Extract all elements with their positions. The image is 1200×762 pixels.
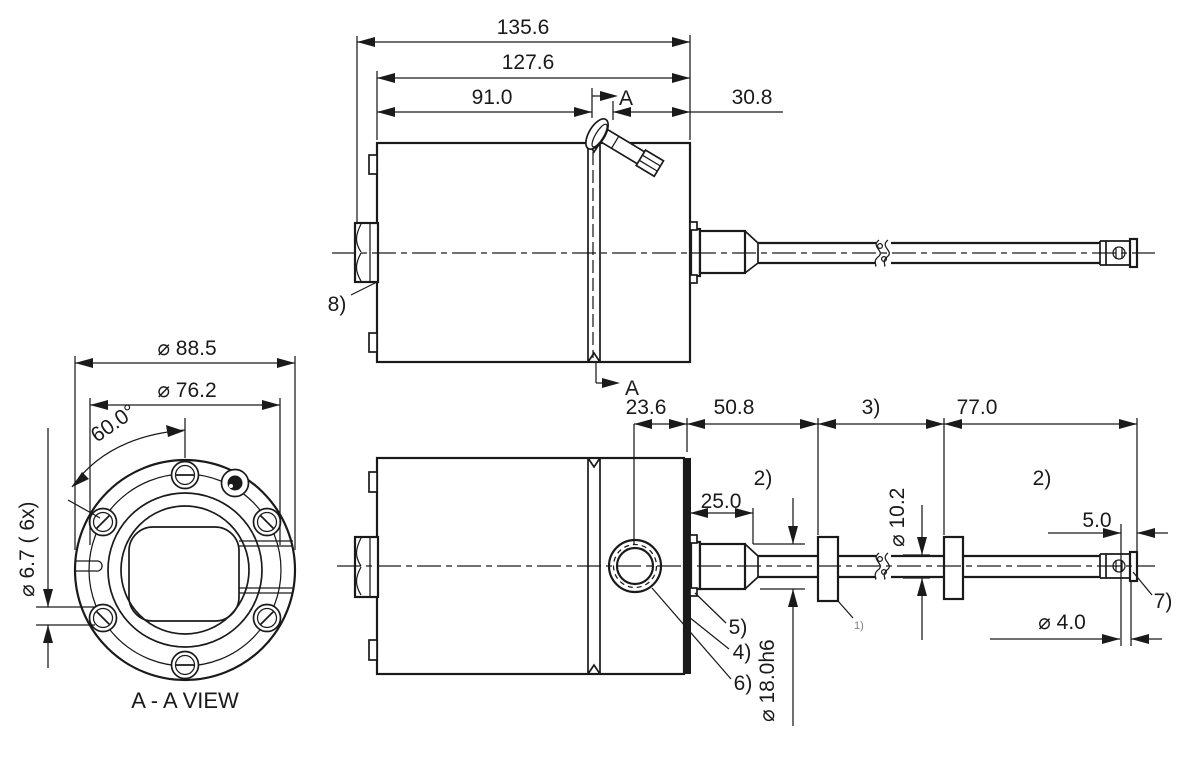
dimensions-bottom-view: 23.6 50.8 3) 77.0 25.0 2) ⌀ 18.0h6 ⌀ 10.… [626,396,1173,726]
dim-port-offset: 23.6 [626,396,667,419]
section-letter-bottom: A [625,377,639,400]
flange-screws [88,460,282,680]
vent-screw [585,118,665,178]
flange-outer-circle [73,458,297,682]
note-1: 1) [854,620,864,632]
dim-body-length: 127.6 [502,51,555,74]
dim-front-length: 91.0 [472,86,513,109]
note-2-b: 2) [1033,467,1052,490]
dim-tip-length: 5.0 [1082,509,1111,532]
note-3: 3) [862,396,881,419]
push-rod-top [758,241,1100,265]
dim-mid-length: 50.8 [714,396,755,419]
dim-bushing-length: 25.0 [701,490,742,513]
dim-tip-dia: ⌀ 4.0 [1038,611,1086,634]
dim-bushing-dia: ⌀ 18.0h6 [756,639,779,722]
view-title: A - A VIEW [131,688,239,713]
dimensions-top-view: 135.6 127.6 91.0 30.8 A A 8) [328,16,783,400]
dim-rod-length: 77.0 [957,396,998,419]
clamp-collar-2 [942,535,965,601]
clamp-collar-1 [816,535,840,603]
dim-bolt-circle: ⌀ 76.2 [157,379,216,402]
note-4: 4) [733,641,752,664]
connector-cavity [128,526,240,622]
dim-vent-offset: 30.8 [732,86,773,109]
dim-flange-od: ⌀ 88.5 [157,337,216,360]
note-7: 7) [1154,590,1173,613]
dim-mount-hole-dia: ⌀ 6.7 ( 6x) [16,501,39,597]
dim-overall-length: 135.6 [497,16,550,39]
flange-section-view: ⌀ 88.5 ⌀ 76.2 60.0° ⌀ 6.7 ( 6x) A - A VI… [16,337,297,713]
side-view-top: 135.6 127.6 91.0 30.8 A A 8) [328,16,1155,400]
push-rod-bottom [758,554,1100,579]
section-letter-top: A [619,87,633,110]
center-bore [120,505,250,635]
note-8: 8) [328,293,347,316]
bolt-circle [88,473,282,667]
note-6: 6) [734,672,753,695]
note-5: 5) [729,616,748,639]
dim-hole-angle: 60.0° [87,400,141,447]
note-2-a: 2) [754,467,773,490]
dowel-pin [220,468,250,498]
dimensions-flange-view: ⌀ 88.5 ⌀ 76.2 60.0° ⌀ 6.7 ( 6x) [16,337,296,668]
side-view-bottom: 23.6 50.8 3) 77.0 25.0 2) ⌀ 18.0h6 ⌀ 10.… [337,396,1172,726]
hex-plug-bottom [353,535,380,599]
gland-bushing-top [698,229,747,275]
dim-rod-dia: ⌀ 10.2 [886,488,909,547]
